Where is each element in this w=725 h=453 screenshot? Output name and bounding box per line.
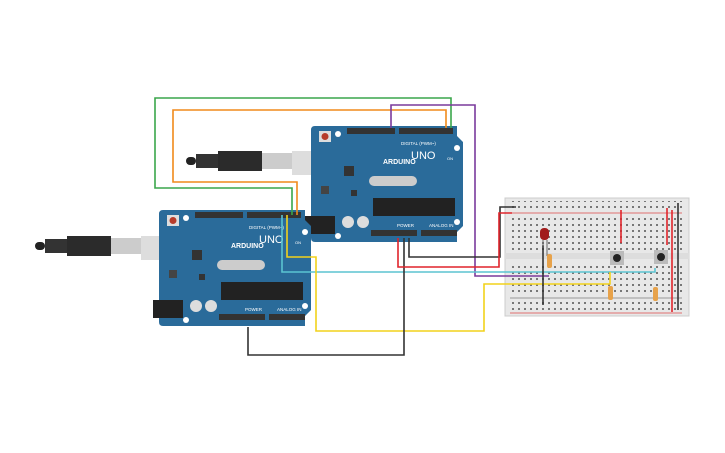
on-label: ON [295, 240, 301, 245]
analog-label: ANALOG IN [277, 307, 302, 312]
model-text: UNO [259, 234, 284, 246]
wire-black-gnd-1[interactable] [247, 238, 405, 356]
digital-label: DIGITAL (PWM~) [401, 141, 436, 146]
power-label: POWER [245, 307, 263, 312]
wire-purple[interactable] [390, 104, 549, 277]
model-text: UNO [411, 150, 436, 162]
power-label: POWER [397, 223, 415, 228]
resistor[interactable] [653, 287, 658, 301]
resistor[interactable] [608, 286, 613, 300]
arduino-uno-1[interactable]: ARDUINO UNO DIGITAL (PWM~) POWER ANALOG … [153, 210, 311, 326]
arduino-uno-2[interactable]: ARDUINO UNO DIGITAL (PWM~) POWER ANALOG … [305, 126, 463, 242]
wire-red-5v[interactable] [397, 212, 512, 268]
digital-label: DIGITAL (PWM~) [249, 225, 284, 230]
resistor[interactable] [547, 254, 552, 268]
usb-cable-2[interactable] [186, 151, 318, 175]
logo-text: ARDUINO [231, 243, 264, 250]
usb-cable-1[interactable] [35, 236, 167, 260]
wire-black-gnd-2[interactable] [408, 206, 516, 258]
pushbutton[interactable] [610, 251, 624, 265]
logo-text: ARDUINO [383, 159, 416, 166]
wire-orange[interactable] [172, 109, 447, 215]
pushbutton[interactable] [654, 250, 668, 264]
led-red[interactable] [540, 228, 549, 256]
wire-green[interactable] [154, 97, 452, 215]
wire-cyan[interactable] [281, 215, 656, 273]
wire-yellow[interactable] [286, 215, 611, 332]
on-label: ON [447, 156, 453, 161]
analog-label: ANALOG IN [429, 223, 454, 228]
